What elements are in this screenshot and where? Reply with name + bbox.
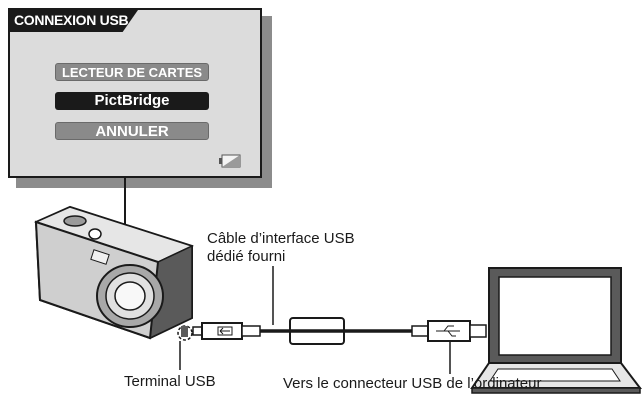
battery-icon — [219, 154, 241, 168]
menu-item-cancel[interactable]: ANNULER — [55, 122, 209, 140]
menu-item-pictbridge[interactable]: PictBridge — [55, 92, 209, 110]
usb-cable — [192, 317, 487, 345]
camera-icon — [33, 205, 195, 340]
menu-item-card-reader[interactable]: LECTEUR DE CARTES — [55, 63, 209, 81]
terminal-usb-label: Terminal USB — [124, 373, 216, 390]
computer-connector-label: Vers le connecteur USB de l’ordinateur — [283, 375, 542, 392]
cable-label-line1: Câble d’interface USB — [207, 230, 355, 247]
screen-title-bar — [10, 10, 138, 32]
usb-terminal-icon — [177, 325, 193, 341]
cable-label-line2: dédié fourni — [207, 248, 286, 265]
laptop-icon — [470, 267, 642, 394]
screen-title: CONNEXION USB — [14, 12, 129, 28]
